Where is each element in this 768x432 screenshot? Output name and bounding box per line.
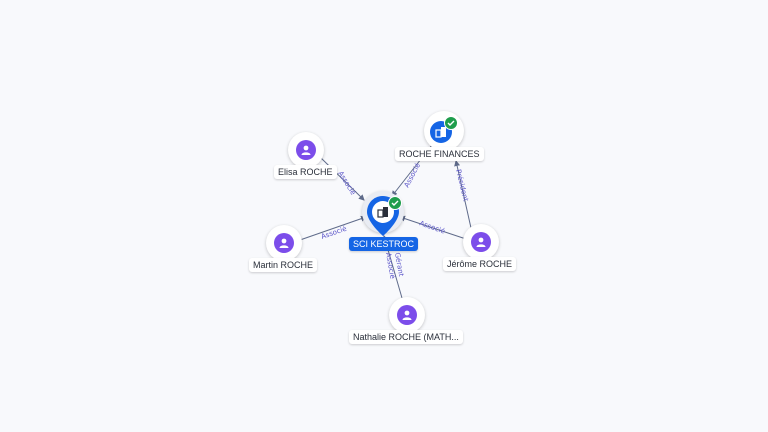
edge-label-finances-sci: Associé (403, 162, 422, 189)
node-label-roche-finances[interactable]: ROCHE FINANCES (395, 147, 484, 161)
person-disc (296, 140, 316, 160)
node-label-elisa-roche[interactable]: Elisa ROCHE (274, 165, 337, 179)
edge-label-jerome-sci: Associé (418, 219, 446, 235)
edge-label-elisa-sci: Associé (336, 170, 357, 197)
person-disc (397, 305, 417, 325)
person-icon (476, 237, 486, 247)
edge-jerome-finances (454, 160, 472, 229)
edge-label-jerome-finances: Président (454, 169, 470, 203)
check-icon (388, 196, 402, 210)
node-label-jerome-roche[interactable]: Jérôme ROCHE (443, 257, 517, 271)
node-label-martin-roche[interactable]: Martin ROCHE (249, 258, 318, 272)
edge-jerome-sci (399, 215, 467, 240)
building-icon (377, 207, 388, 218)
person-disc (274, 233, 294, 253)
person-icon (301, 145, 311, 155)
edge-martin-sci (299, 215, 367, 241)
person-icon (279, 238, 289, 248)
edge-label-martin-sci: Associé (320, 225, 348, 241)
building-icon (435, 127, 446, 138)
check-icon (444, 116, 458, 130)
node-label-sci-kestroc[interactable]: SCI KESTROC (349, 237, 419, 251)
node-label-nathalie-roche[interactable]: Nathalie ROCHE (MATH... (349, 330, 463, 344)
person-disc (471, 232, 491, 252)
person-icon (402, 310, 412, 320)
edge-elisa-sci (319, 156, 365, 201)
